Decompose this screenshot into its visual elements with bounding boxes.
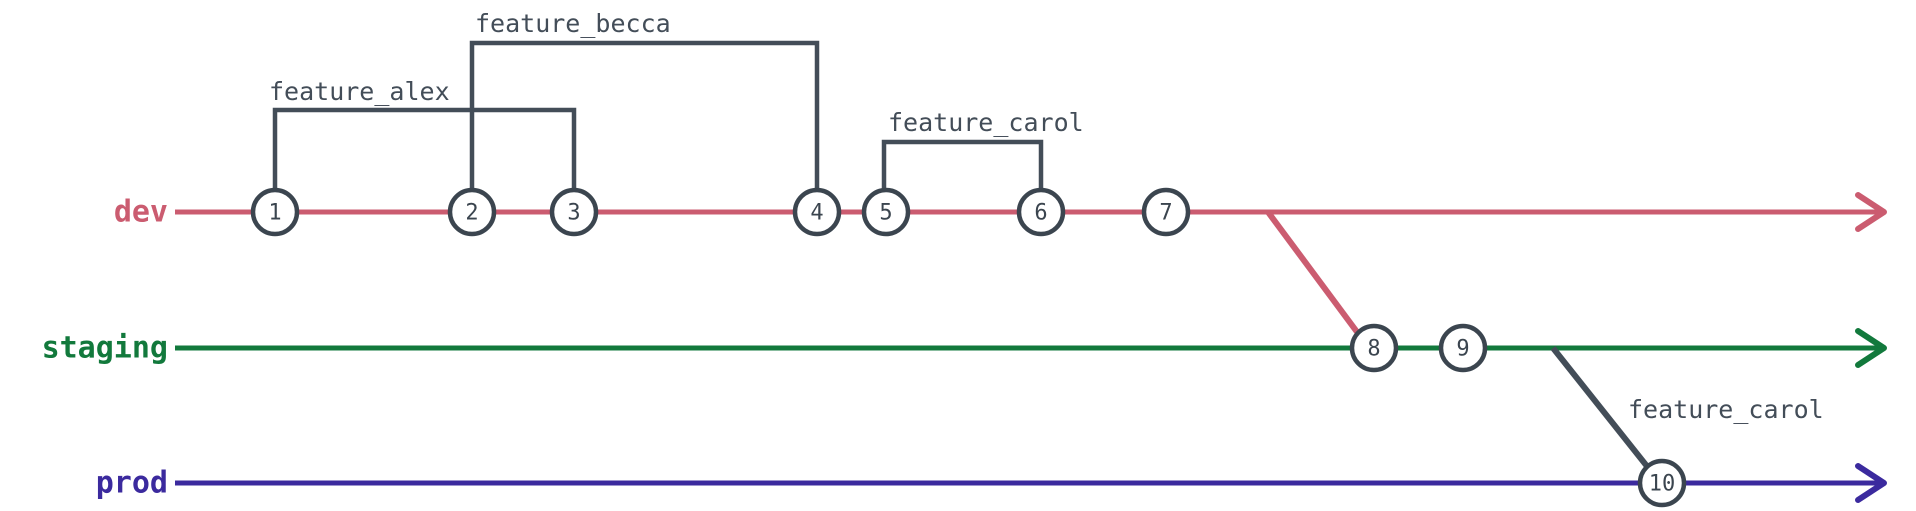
merge-lines-group <box>1265 210 1653 472</box>
branch-arrow-dev <box>1855 192 1887 232</box>
commit-nodes-group: 1 2 3 4 5 6 7 8 9 10 <box>250 187 1687 508</box>
feature-label-feature_becca: feature_becca <box>475 9 671 38</box>
commit-circle-6[interactable] <box>1016 187 1066 237</box>
feature-bracket-feature_becca <box>469 40 820 212</box>
commit-label-1: 1 <box>268 201 281 226</box>
commit-label-10: 10 <box>1649 472 1676 497</box>
commit-circle-4[interactable] <box>792 187 842 237</box>
branch-arrow-prod <box>1855 463 1887 503</box>
commit-node-9[interactable]: 9 <box>1438 323 1488 373</box>
commit-circle-1[interactable] <box>250 187 300 237</box>
commit-label-2: 2 <box>465 201 478 226</box>
commit-label-4: 4 <box>810 201 823 226</box>
commit-circle-10[interactable] <box>1637 458 1687 508</box>
commit-node-7[interactable]: 7 <box>1141 187 1191 237</box>
branch-lines-group <box>175 192 1887 503</box>
commit-node-4[interactable]: 4 <box>792 187 842 237</box>
feature-bracket-feature_carol_dev <box>881 139 1044 212</box>
commit-node-2[interactable]: 2 <box>447 187 497 237</box>
branch-arrow-staging <box>1855 328 1887 368</box>
commit-circle-3[interactable] <box>549 187 599 237</box>
commit-circle-7[interactable] <box>1141 187 1191 237</box>
branch-labels-group: dev staging prod <box>42 195 168 501</box>
commit-circle-9[interactable] <box>1438 323 1488 373</box>
commit-node-10[interactable]: 10 <box>1637 458 1687 508</box>
feature-label-feature_carol_dev: feature_carol <box>888 108 1084 137</box>
branch-name-staging: staging <box>42 331 168 366</box>
merge-label-merge-staging-to-prod: feature_carol <box>1628 395 1824 424</box>
feature-labels-group: feature_alexfeature_beccafeature_carolfe… <box>269 9 1824 424</box>
commit-circle-8[interactable] <box>1349 323 1399 373</box>
commit-label-8: 8 <box>1367 337 1380 362</box>
commit-label-6: 6 <box>1034 201 1047 226</box>
commit-label-3: 3 <box>567 201 580 226</box>
branch-name-dev: dev <box>114 195 168 230</box>
branch-name-prod: prod <box>96 466 168 501</box>
feature-bracket-feature_alex <box>272 107 577 212</box>
commit-node-6[interactable]: 6 <box>1016 187 1066 237</box>
commit-label-9: 9 <box>1456 337 1469 362</box>
commit-node-8[interactable]: 8 <box>1349 323 1399 373</box>
commit-circle-5[interactable] <box>861 187 911 237</box>
commit-label-5: 5 <box>879 201 892 226</box>
feature-label-feature_alex: feature_alex <box>269 77 450 106</box>
merge-line-merge-dev-to-staging <box>1265 210 1363 338</box>
feature-brackets-group <box>272 40 1044 212</box>
commit-node-1[interactable]: 1 <box>250 187 300 237</box>
commit-label-7: 7 <box>1159 201 1172 226</box>
commit-circle-2[interactable] <box>447 187 497 237</box>
commit-node-3[interactable]: 3 <box>549 187 599 237</box>
commit-node-5[interactable]: 5 <box>861 187 911 237</box>
merge-line-merge-staging-to-prod <box>1550 346 1653 472</box>
